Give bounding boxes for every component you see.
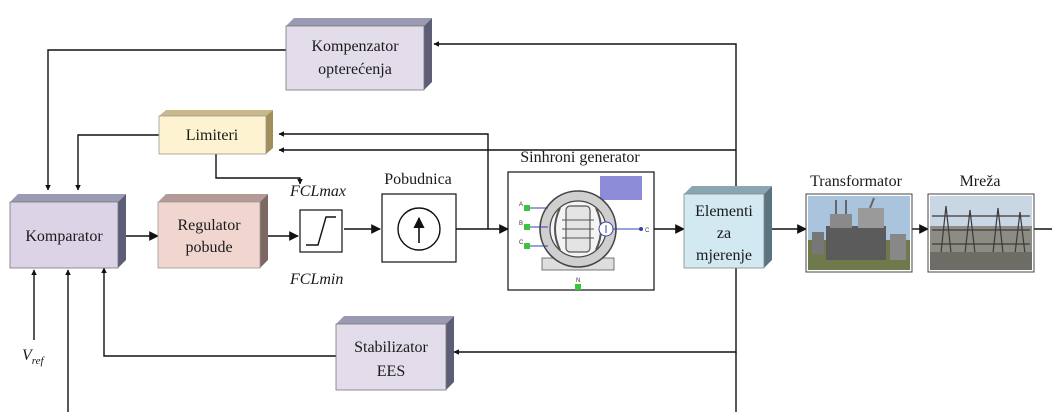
mreza-photo: [930, 196, 1032, 270]
limiteri-to-komparator-line: [75, 134, 159, 191]
mreza-title: Mreža: [960, 173, 1001, 190]
limiteri-label: Limiteri: [186, 127, 239, 144]
regulator-label-1: Regulator: [177, 217, 241, 234]
regulator-block[interactable]: Regulator pobude: [157, 194, 268, 269]
generator-corner-icon: [600, 176, 642, 200]
kompenzator-block[interactable]: Kompenzator opterećenja: [285, 18, 432, 91]
regulator-label-2: pobude: [185, 239, 232, 256]
fcl-max-label: FCLmax: [289, 183, 346, 200]
stabilizator-label-2: EES: [377, 363, 405, 380]
elementi-block[interactable]: Elementi za mjerenje: [683, 186, 772, 269]
limiteri-block[interactable]: Limiteri: [158, 110, 273, 155]
measure-to-kompenzator-line: [433, 41, 737, 194]
elementi-label-3: mjerenje: [696, 247, 752, 264]
kompenzator-to-komparator-line: [45, 49, 286, 191]
kompenzator-label-1: Kompenzator: [311, 38, 399, 55]
terminal-out: C: [645, 228, 650, 234]
komparator-label: Komparator: [25, 228, 103, 245]
stabilizator-label-1: Stabilizator: [354, 339, 428, 356]
generator-icon: A B C N C: [519, 190, 650, 290]
terminal-n: N: [576, 278, 580, 284]
signal-lines: [31, 41, 1052, 412]
stabilizator-to-komparator-line: [101, 267, 336, 357]
kompenzator-label-2: opterećenja: [318, 61, 392, 78]
limiteri-to-fcl-line: [215, 154, 303, 185]
vref-label: Vref: [22, 347, 46, 367]
transformator-block[interactable]: Transformator: [805, 173, 913, 273]
terminal-b: B: [519, 221, 523, 227]
field-to-limiteri-line: [278, 131, 489, 229]
mreza-block[interactable]: Mreža: [927, 173, 1035, 273]
terminal-a: A: [519, 202, 523, 208]
komparator-block[interactable]: Komparator: [9, 194, 126, 269]
fcl-limiter-block[interactable]: FCLmax FCLmin: [289, 183, 346, 288]
stabilizator-block[interactable]: Stabilizator EES: [335, 316, 454, 391]
fcl-min-label: FCLmin: [289, 271, 343, 288]
terminal-c: C: [519, 240, 524, 246]
transformator-photo: [808, 196, 910, 270]
generator-title: Sinhroni generator: [520, 149, 640, 166]
transformator-title: Transformator: [810, 173, 903, 190]
elementi-label-1: Elementi: [695, 203, 753, 220]
pobudnica-label: Pobudnica: [384, 171, 452, 188]
elementi-label-2: za: [717, 225, 731, 242]
generator-block[interactable]: Sinhroni generator A B C: [507, 149, 655, 291]
pobudnica-block[interactable]: Pobudnica: [381, 171, 457, 263]
